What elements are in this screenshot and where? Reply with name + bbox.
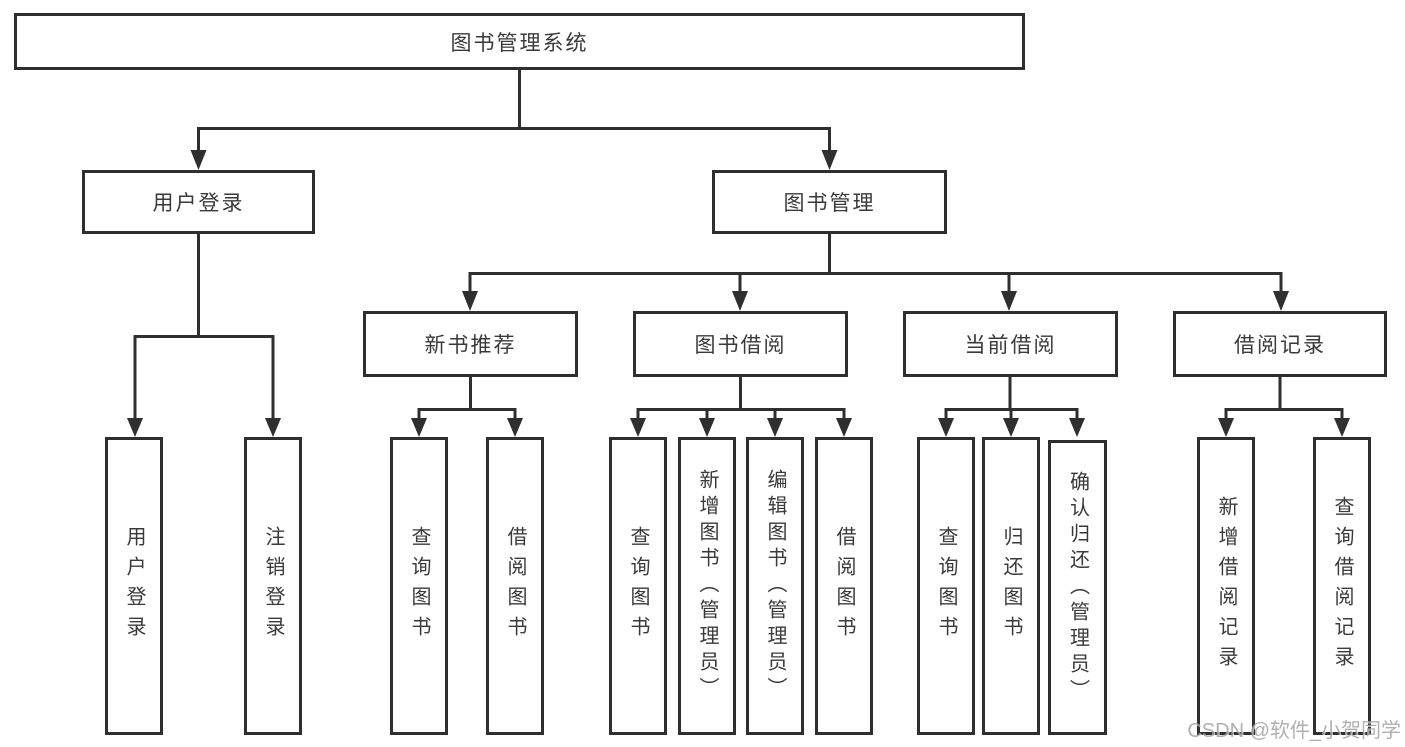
node-root: 图书管理系统 (14, 13, 1025, 70)
node-leaf-borrow-books-borrow: 借阅图书 (815, 437, 873, 735)
node-leaf-query-books-recommend: 查询图书 (390, 437, 448, 735)
node-new-book-recommend: 新书推荐 (363, 311, 578, 377)
node-leaf-query-books-borrow: 查询图书 (609, 437, 667, 735)
node-book-management: 图书管理 (712, 170, 947, 234)
node-leaf-borrow-books-recommend: 借阅图书 (486, 437, 544, 735)
node-leaf-add-borrow-record-label: 新增借阅记录 (1215, 496, 1237, 676)
node-leaf-add-book-admin-label: 新增图书（管理员） (696, 469, 718, 703)
node-leaf-query-books-borrow-label: 查询图书 (627, 526, 649, 646)
node-leaf-logout-label: 注销登录 (262, 526, 284, 646)
node-leaf-return-books-label: 归还图书 (1000, 526, 1022, 646)
node-leaf-confirm-return-admin: 确认归还（管理员） (1048, 440, 1107, 735)
node-leaf-query-borrow-record: 查询借阅记录 (1313, 437, 1371, 735)
node-leaf-query-books-current: 查询图书 (917, 437, 975, 735)
node-leaf-query-books-current-label: 查询图书 (935, 526, 957, 646)
watermark: CSDN @软件_小贺同学 (1187, 720, 1401, 742)
node-leaf-borrow-books-recommend-label: 借阅图书 (504, 526, 526, 646)
node-leaf-return-books: 归还图书 (982, 437, 1040, 735)
node-leaf-edit-book-admin-label: 编辑图书（管理员） (764, 469, 786, 703)
node-borrow-records-label: 借阅记录 (1234, 334, 1326, 357)
node-current-borrow-label: 当前借阅 (964, 334, 1057, 357)
node-leaf-edit-book-admin: 编辑图书（管理员） (746, 437, 804, 735)
node-book-management-label: 图书管理 (783, 192, 876, 215)
node-user-login-label: 用户登录 (152, 192, 245, 215)
node-leaf-query-books-recommend-label: 查询图书 (408, 526, 430, 646)
node-leaf-add-book-admin: 新增图书（管理员） (678, 437, 736, 735)
node-leaf-borrow-books-borrow-label: 借阅图书 (833, 526, 855, 646)
node-new-book-recommend-label: 新书推荐 (424, 334, 517, 357)
node-borrow-records: 借阅记录 (1173, 311, 1387, 377)
node-root-label: 图书管理系统 (450, 31, 589, 55)
node-book-borrow: 图书借阅 (633, 311, 848, 377)
node-leaf-user-login-label: 用户登录 (123, 526, 145, 646)
node-leaf-confirm-return-admin-label: 确认归还（管理员） (1066, 470, 1089, 705)
node-leaf-query-borrow-record-label: 查询借阅记录 (1331, 496, 1353, 676)
node-leaf-user-login: 用户登录 (105, 437, 163, 735)
node-user-login: 用户登录 (82, 170, 315, 234)
node-leaf-logout: 注销登录 (244, 437, 302, 735)
node-book-borrow-label: 图书借阅 (694, 334, 787, 357)
node-leaf-add-borrow-record: 新增借阅记录 (1197, 437, 1255, 735)
node-current-borrow: 当前借阅 (903, 311, 1118, 377)
